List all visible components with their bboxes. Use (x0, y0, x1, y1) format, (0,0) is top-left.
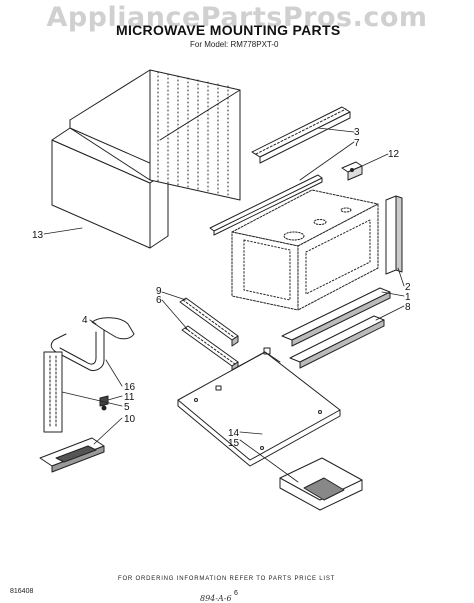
front-trim-bar (209, 174, 323, 236)
callout-3: 3 (354, 127, 360, 138)
microwave-oven (231, 189, 379, 311)
bottom-mounting-plate (177, 347, 341, 467)
callout-12: 12 (388, 149, 400, 160)
wall-bracket (279, 457, 363, 511)
vent-duct-assembly (39, 317, 135, 473)
callout-5: 5 (124, 402, 130, 413)
cabinet-back-panel (69, 69, 241, 201)
watermark-text: AppliancePartsPros.com (46, 2, 428, 33)
leader-lines (43, 127, 405, 483)
callout-13: 13 (32, 230, 44, 241)
callout-4: 4 (82, 315, 88, 326)
duct-screw (99, 395, 109, 411)
mounting-clip (341, 161, 363, 181)
lower-rail-front (289, 315, 385, 369)
callout-11: 11 (124, 392, 135, 403)
side-strip (385, 195, 403, 275)
handwritten-note: 894-A-6 (200, 594, 232, 603)
document-number: 816408 (10, 588, 34, 595)
callout-1: 1 (405, 292, 411, 303)
top-rail (251, 106, 351, 164)
callout-14: 14 (228, 428, 240, 439)
callout-2: 2 (405, 282, 411, 293)
page-number: 6 (234, 590, 238, 597)
callout-7: 7 (354, 138, 360, 149)
diagram-title: MICROWAVE MOUNTING PARTS (116, 22, 341, 38)
callout-10: 10 (124, 414, 136, 425)
callout-15: 15 (228, 438, 240, 449)
ordering-footer: FOR ORDERING INFORMATION REFER TO PARTS … (118, 576, 336, 582)
callout-9: 9 (156, 286, 162, 297)
callout-6: 6 (156, 295, 162, 306)
left-rail-upper (179, 297, 239, 347)
callout-8: 8 (405, 302, 411, 313)
lower-rail-right (281, 287, 391, 347)
callout-16: 16 (124, 382, 136, 393)
model-subtitle: For Model: RM778PXT-0 (190, 40, 279, 49)
cabinet-side-panel (51, 119, 169, 249)
